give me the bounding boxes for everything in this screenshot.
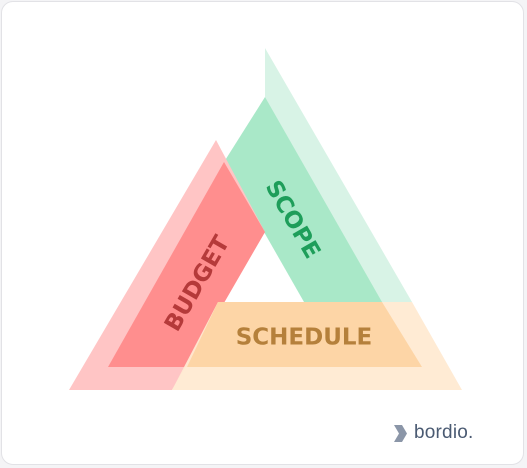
- project-triangle-diagram: SCOPE BUDGET SCHEDULE: [69, 48, 462, 390]
- budget-band-inner: [108, 162, 265, 367]
- bordio-logo: bordio.: [392, 419, 474, 447]
- bordio-chevron-icon: [394, 424, 407, 442]
- bordio-wordmark: bordio.: [414, 422, 474, 443]
- schedule-band-inner: [187, 302, 422, 367]
- scope-band-outer: [265, 48, 412, 302]
- scope-band-inner: [224, 97, 382, 302]
- schedule-label: SCHEDULE: [236, 325, 373, 351]
